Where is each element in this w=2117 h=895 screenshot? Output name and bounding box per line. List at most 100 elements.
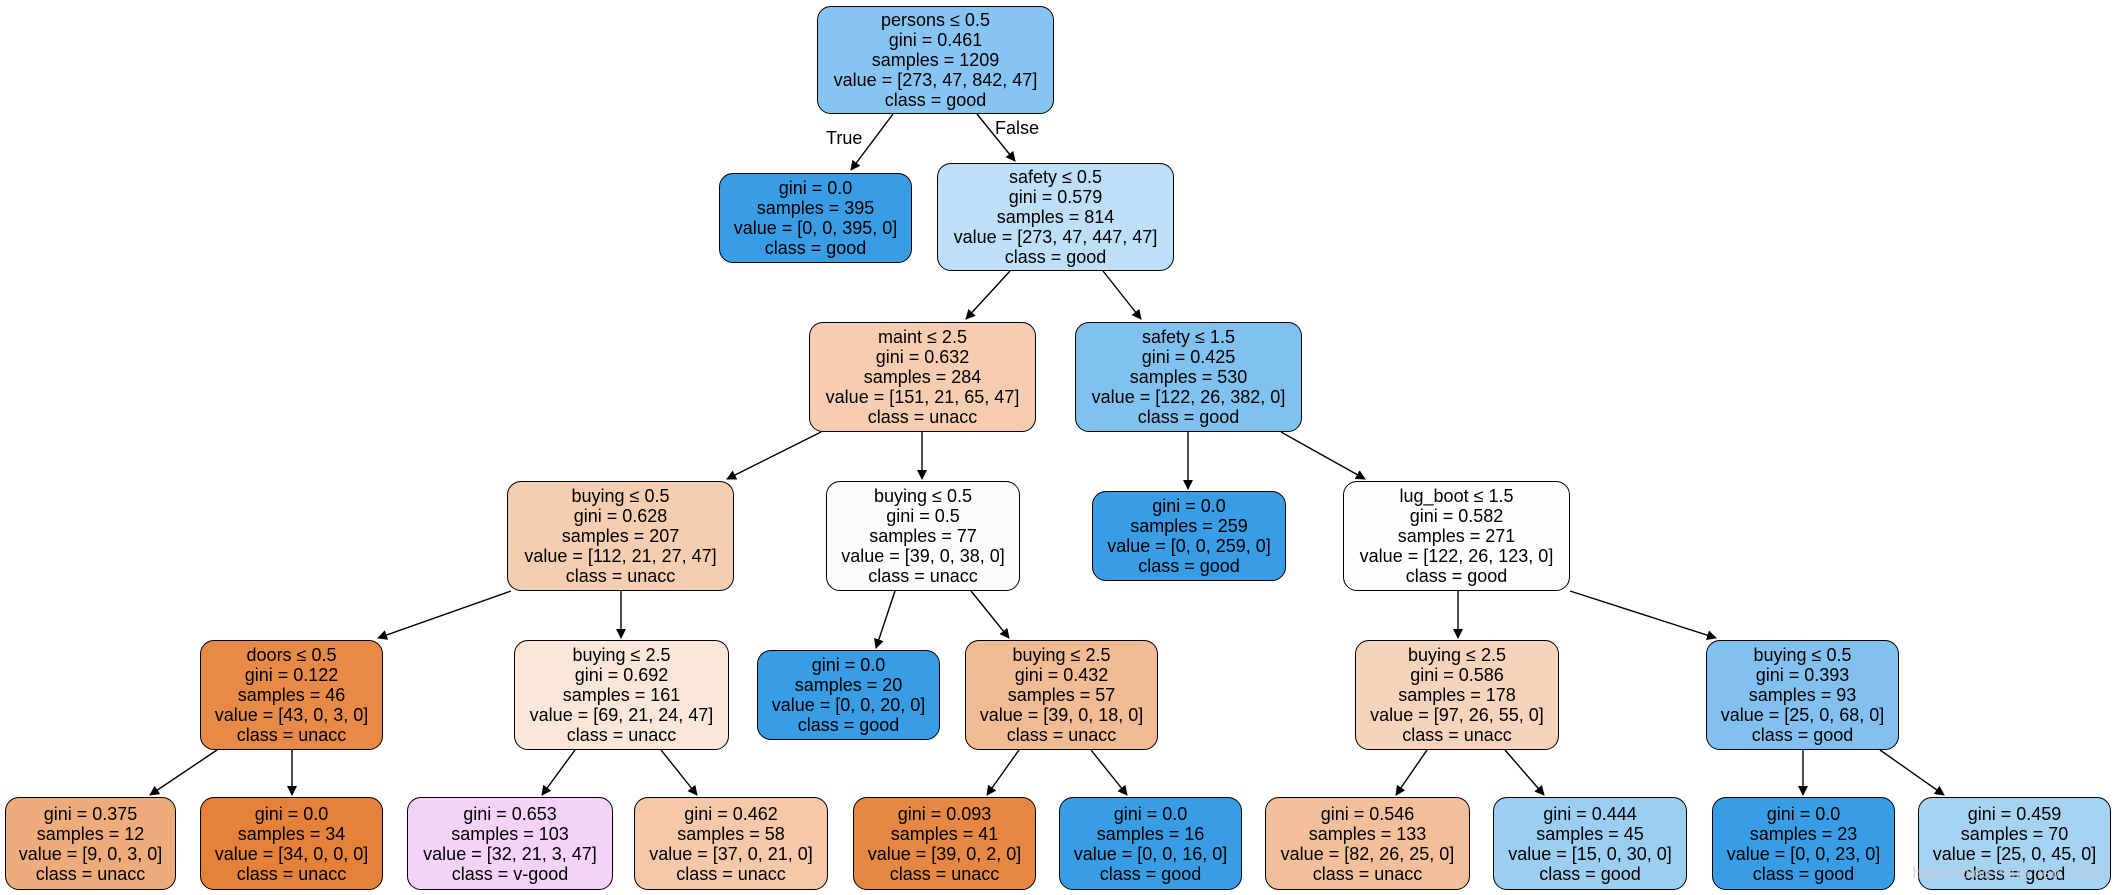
node-text-line: samples = 16: [1096, 823, 1205, 844]
tree-edge-arrow: [1879, 749, 1945, 796]
tree-edge-arrow: [1504, 749, 1545, 796]
node-text-line: maint ≤ 2.5: [878, 327, 967, 347]
node-text-line: buying ≤ 2.5: [1012, 645, 1111, 665]
node-text-line: samples = 12: [36, 823, 145, 844]
true-edge-label: True: [826, 128, 863, 148]
node-text-line: class = unacc: [1006, 725, 1117, 745]
node-text-line: samples = 70: [1960, 823, 2069, 844]
node-text-line: samples = 259: [1130, 516, 1248, 536]
node-text-line: gini = 0.093: [897, 803, 992, 824]
node-text-line: gini = 0.586: [1410, 665, 1504, 685]
node-text-line: gini = 0.582: [1409, 506, 1504, 526]
node-text-line: class = good: [1751, 725, 1854, 745]
node-text-line: class = good: [1099, 863, 1202, 884]
node-text-line: value = [0, 0, 395, 0]: [733, 218, 898, 238]
node-text-line: gini = 0.0: [778, 178, 853, 198]
node-text-line: class = unacc: [1312, 863, 1423, 884]
node-text-line: value = [37, 0, 21, 0]: [649, 843, 813, 864]
node-text-line: class = good: [1752, 863, 1855, 884]
node-text-line: class = good: [1963, 863, 2066, 884]
node-text-line: buying ≤ 0.5: [874, 486, 972, 506]
node-text-line: samples = 34: [237, 823, 346, 844]
tree-edge-arrow: [970, 590, 1010, 639]
node-text-line: samples = 46: [237, 685, 346, 705]
node-text-line: value = [151, 21, 65, 47]: [825, 387, 1020, 407]
node-text-line: gini = 0.461: [888, 30, 983, 50]
node-text-line: value = [0, 0, 16, 0]: [1073, 843, 1228, 864]
node-text-line: safety ≤ 1.5: [1142, 327, 1235, 347]
node-text-line: value = [39, 0, 38, 0]: [841, 546, 1005, 566]
node-text-line: buying ≤ 2.5: [1408, 645, 1506, 665]
node-text-line: gini = 0.632: [875, 347, 970, 367]
tree-edge-arrow: [1569, 590, 1717, 641]
node-text-line: value = [273, 47, 842, 47]: [833, 70, 1038, 90]
node-text-line: gini = 0.444: [1543, 803, 1637, 824]
node-text-line: gini = 0.393: [1755, 665, 1850, 685]
node-text-line: doors ≤ 0.5: [246, 645, 337, 665]
node-text-line: samples = 178: [1398, 685, 1516, 705]
node-text-line: gini = 0.425: [1141, 347, 1236, 367]
node-text-line: samples = 814: [996, 207, 1115, 227]
node-text-line: class = unacc: [35, 863, 146, 884]
node-text-line: gini = 0.122: [244, 665, 339, 685]
node-text-line: value = [39, 0, 18, 0]: [979, 705, 1144, 725]
tree-edge-arrow: [965, 270, 1011, 320]
node-text-line: class = good: [1539, 863, 1641, 884]
watermark-text: https://blog.csdn.net/...5620: [1912, 865, 2109, 882]
node-text-line: gini = 0.0: [1113, 803, 1188, 824]
node-text-line: samples = 1209: [871, 50, 1000, 70]
node-text-line: samples = 58: [677, 823, 785, 844]
node-text-line: class = unacc: [867, 407, 978, 427]
node-text-line: gini = 0.459: [1967, 803, 2062, 824]
node-text-line: samples = 133: [1308, 823, 1427, 844]
node-text-line: buying ≤ 2.5: [572, 645, 671, 665]
node-text-line: samples = 57: [1007, 685, 1116, 705]
tree-edge-arrow: [1090, 749, 1128, 796]
node-text-line: class = unacc: [565, 566, 676, 586]
node-text-line: samples = 77: [869, 526, 977, 546]
node-text-line: value = [0, 0, 23, 0]: [1726, 843, 1881, 864]
node-text-line: gini = 0.628: [573, 506, 668, 526]
tree-edge-arrow: [1102, 270, 1142, 320]
node-text-line: gini = 0.0: [811, 655, 886, 675]
node-text-line: value = [34, 0, 0, 0]: [214, 843, 369, 864]
node-text-line: value = [122, 26, 382, 0]: [1091, 387, 1286, 407]
node-text-line: gini = 0.0: [1152, 496, 1226, 516]
node-text-line: safety ≤ 0.5: [1009, 167, 1102, 187]
node-text-line: value = [112, 21, 27, 47]: [524, 546, 717, 566]
node-text-line: samples = 284: [863, 367, 982, 387]
tree-edge-arrow: [976, 113, 1016, 162]
node-text-line: class = unacc: [676, 863, 786, 884]
tree-edge-arrow: [874, 590, 896, 649]
node-text-line: value = [43, 0, 3, 0]: [214, 705, 369, 725]
tree-edge-arrow: [726, 431, 822, 480]
node-text-line: gini = 0.432: [1014, 665, 1109, 685]
node-text-line: samples = 23: [1749, 823, 1858, 844]
node-text-line: class = good: [1004, 247, 1107, 267]
node-text-line: class = unacc: [868, 566, 978, 586]
node-text-line: gini = 0.5: [886, 506, 960, 526]
node-text-line: class = good: [884, 90, 987, 110]
false-edge-label: False: [995, 118, 1040, 138]
node-text-line: samples = 45: [1536, 823, 1644, 844]
node-text-line: samples = 161: [562, 685, 681, 705]
node-text-line: value = [122, 26, 123, 0]: [1359, 546, 1554, 566]
tree-edge-arrow: [660, 749, 698, 796]
node-text-line: value = [39, 0, 2, 0]: [867, 843, 1022, 864]
node-text-line: gini = 0.462: [684, 803, 778, 824]
node-text-line: samples = 271: [1397, 526, 1516, 546]
